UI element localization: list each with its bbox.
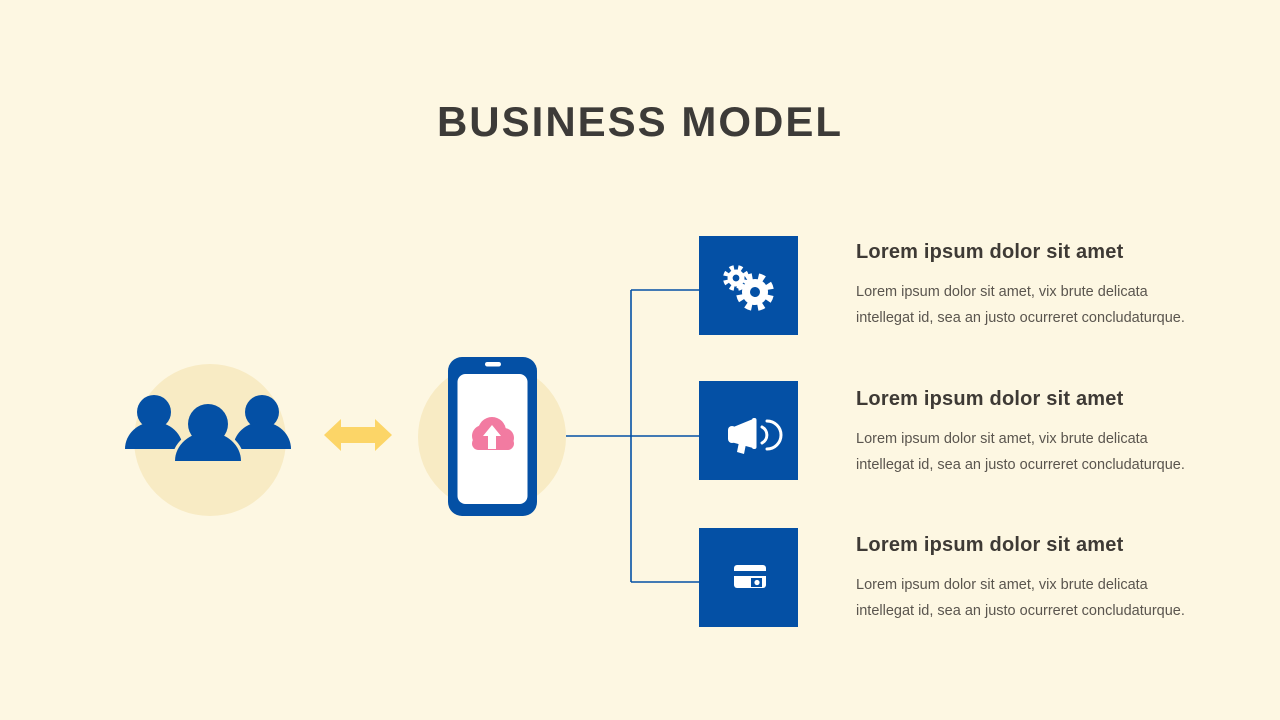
section-body: Lorem ipsum dolor sit amet, vix brute de… <box>856 431 1185 473</box>
credit-card-icon <box>733 565 767 588</box>
page-title: BUSINESS MODEL <box>436 98 844 145</box>
smartphone-icon <box>418 357 566 516</box>
section-heading: Lorem ipsum dolor sit amet <box>856 534 1124 556</box>
phone-speaker <box>485 362 501 367</box>
section-text-1: Lorem ipsum dolor sit amet Lorem ipsum d… <box>856 240 1186 331</box>
users-group-icon <box>125 364 291 516</box>
section-heading: Lorem ipsum dolor sit amet <box>856 388 1124 410</box>
section-text-2: Lorem ipsum dolor sit amet Lorem ipsum d… <box>856 387 1186 478</box>
gears-icon <box>723 265 774 311</box>
section-heading: Lorem ipsum dolor sit amet <box>856 241 1124 263</box>
feature-card-marketing <box>699 381 798 480</box>
cloud-upload-icon <box>472 417 514 450</box>
feature-card-payment <box>699 528 798 627</box>
double-arrow-icon <box>324 419 392 451</box>
section-text-3: Lorem ipsum dolor sit amet Lorem ipsum d… <box>856 533 1186 624</box>
feature-card-operations <box>699 236 798 335</box>
connector-lines <box>566 289 699 583</box>
megaphone-icon <box>728 418 783 454</box>
section-body: Lorem ipsum dolor sit amet, vix brute de… <box>856 284 1185 326</box>
section-body: Lorem ipsum dolor sit amet, vix brute de… <box>856 577 1185 619</box>
